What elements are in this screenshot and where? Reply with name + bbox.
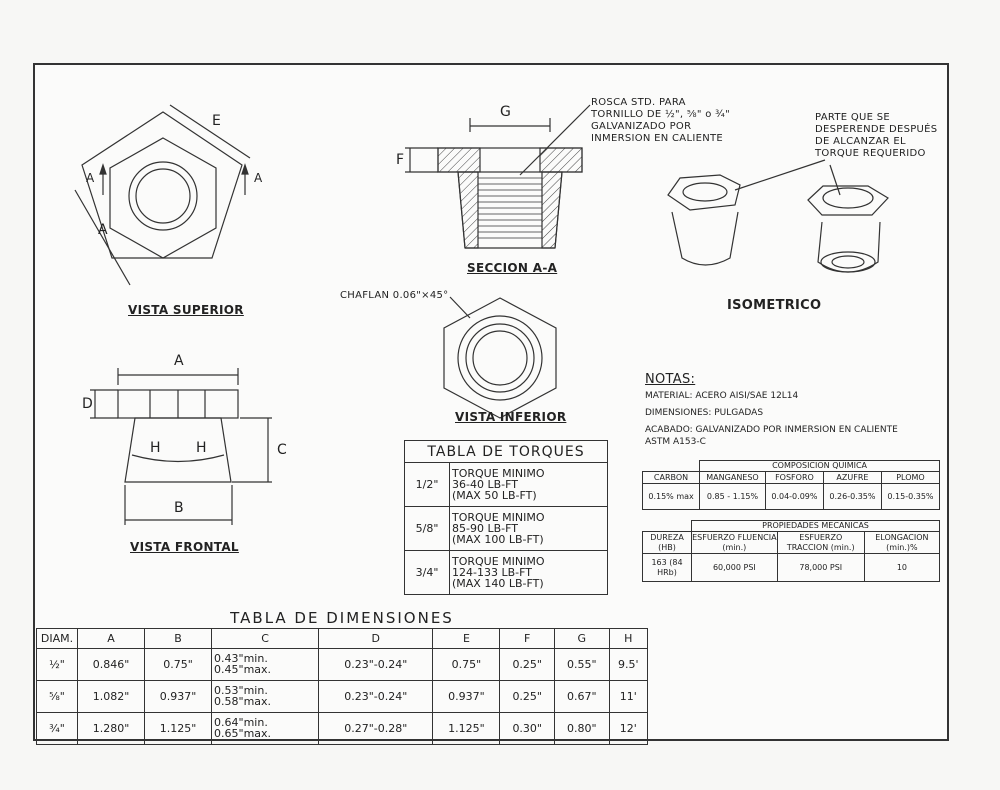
mech-header: ESFUERZO TRACCION (min.) xyxy=(776,531,865,554)
chem-header: AZUFRE xyxy=(822,471,882,484)
dim-label-c: C xyxy=(277,442,287,458)
notes-list: MATERIAL: ACERO AISI/SAE 12L14 DIMENSION… xyxy=(645,390,898,448)
note-item: DIMENSIONES: PULGADAS xyxy=(645,408,764,418)
isometrico-title: ISOMETRICO xyxy=(727,298,822,313)
chem-header: CARBON xyxy=(641,471,701,484)
section-view-drawing xyxy=(405,104,591,249)
torque-size: 1/2" xyxy=(404,462,450,507)
table-row: ¾" 1.280" 1.125" 0.64"min.0.65"max. 0.27… xyxy=(36,711,649,745)
dim-table-title: TABLA DE DIMENSIONES xyxy=(36,608,648,629)
dim-label-b: B xyxy=(174,500,184,516)
dim-header: G xyxy=(553,627,610,649)
section-mark-right: A xyxy=(254,171,263,185)
chem-value: 0.26-0.35% xyxy=(822,483,882,510)
chem-value: 0.15% max xyxy=(641,483,701,510)
chem-table: COMPOSICION QUIMICA CARBON MANGANESO FOS… xyxy=(641,460,941,510)
chem-header: MANGANESO xyxy=(699,471,766,484)
dim-header: DIAM. xyxy=(36,627,78,649)
dim-header: F xyxy=(499,627,555,649)
dim-header: E xyxy=(432,627,501,649)
dim-label-d: D xyxy=(82,396,93,412)
mech-header: ESFUERZO FLUENCIA (min.) xyxy=(691,531,778,554)
mech-title: PROPIEDADES MECANICAS xyxy=(691,520,940,532)
torque-size: 5/8" xyxy=(404,506,450,551)
table-row: ⅝" 1.082" 0.937" 0.53"min.0.58"max. 0.23… xyxy=(36,679,649,713)
dim-header: D xyxy=(318,627,434,649)
dim-label-h-right: H xyxy=(196,440,207,456)
dim-header: B xyxy=(144,627,213,649)
torque-table-title: TABLA DE TORQUES xyxy=(404,440,608,463)
mech-header: ELONGACION (min.)% xyxy=(863,531,941,554)
chamfer-callout: CHAFLAN 0.06"×45° xyxy=(340,290,449,301)
notes-title: NOTAS: xyxy=(645,372,696,387)
mech-table: PROPIEDADES MECANICAS DUREZA (HB) ESFUER… xyxy=(642,520,941,582)
bottom-view-drawing xyxy=(443,296,557,419)
dimensions-table: TABLA DE DIMENSIONES DIAM. A B C D E F G… xyxy=(36,608,649,745)
chem-title: COMPOSICION QUIMICA xyxy=(699,460,940,472)
chem-value: 0.15-0.35% xyxy=(880,483,941,510)
vista-inferior-title: VISTA INFERIOR xyxy=(455,410,567,424)
chem-header: FOSFORO xyxy=(764,471,824,484)
isometric-drawing xyxy=(667,159,889,273)
dim-label-f: F xyxy=(396,152,405,168)
dim-header: C xyxy=(211,627,320,649)
note-item: ACABADO: GALVANIZADO POR INMERSION EN CA… xyxy=(645,425,898,435)
section-mark-left: A xyxy=(86,171,95,185)
vista-frontal-title: VISTA FRONTAL xyxy=(130,540,239,554)
note-item: MATERIAL: ACERO AISI/SAE 12L14 xyxy=(645,391,799,401)
mech-value: 78,000 PSI xyxy=(776,553,865,582)
seccion-title: SECCION A-A xyxy=(467,261,558,275)
mech-value: 10 xyxy=(863,553,941,582)
mech-header: DUREZA (HB) xyxy=(642,531,692,554)
chem-value: 0.04-0.09% xyxy=(764,483,824,510)
chem-value: 0.85 - 1.15% xyxy=(699,483,766,510)
dim-label-a-front: A xyxy=(174,353,184,369)
mech-value: 60,000 PSI xyxy=(691,553,778,582)
mech-value: 163 (84 HRb) xyxy=(642,553,692,582)
dim-label-h-left: H xyxy=(150,440,161,456)
top-view-drawing xyxy=(74,104,251,286)
dim-label-e: E xyxy=(212,113,221,129)
torque-size: 3/4" xyxy=(404,550,450,595)
dim-label-a-top: A xyxy=(98,222,108,238)
dim-header: A xyxy=(76,627,146,649)
note-item: ASTM A153-C xyxy=(645,437,706,447)
front-view-drawing xyxy=(90,368,272,525)
chem-header: PLOMO xyxy=(880,471,941,484)
table-row: ½" 0.846" 0.75" 0.43"min.0.45"max. 0.23"… xyxy=(36,647,649,681)
dim-header: H xyxy=(608,627,649,649)
dim-label-g: G xyxy=(500,104,511,120)
vista-superior-title: VISTA SUPERIOR xyxy=(128,303,244,317)
